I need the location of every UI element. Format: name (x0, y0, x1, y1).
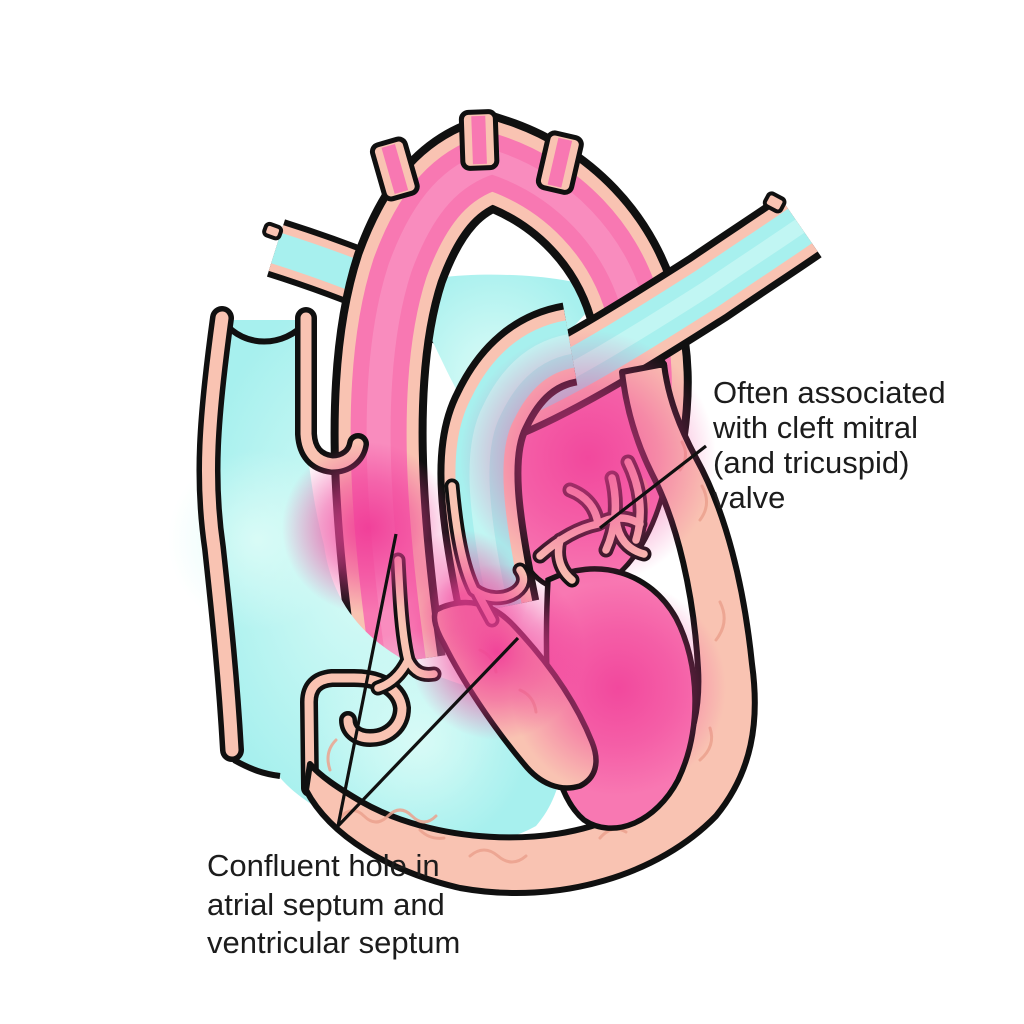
leader-line-hole-ventricular (336, 636, 520, 828)
right-atrial-hook (299, 669, 412, 797)
blood-mixing-glows (282, 330, 726, 796)
cut-vessel-stub (262, 221, 284, 241)
annotation-valve-note: Often associated with cleft mitral (and … (712, 375, 946, 515)
aortic-branch-stub (369, 136, 420, 202)
leader-line-valve (599, 444, 707, 530)
cut-vessel-stub (762, 191, 787, 214)
valve-note-line-1: Often associated (713, 375, 946, 410)
right-pulmonary-artery (508, 192, 800, 402)
leader-lines (336, 444, 707, 828)
leader-line-hole-atrial (336, 533, 398, 827)
annotation-hole-note: Confluent hole in atrial septum and vent… (207, 848, 460, 960)
hole-note-line-1: Confluent hole in (207, 848, 440, 883)
central-mixing-glow (396, 530, 528, 662)
left-atrium-depth-glow (460, 330, 716, 586)
aortic-arch (369, 109, 644, 662)
hole-note-line-3: ventricular septum (207, 925, 460, 960)
aortic-branch-stub (458, 109, 500, 171)
valve-note-line-4: valve (713, 480, 785, 515)
valve-note-line-3: (and tricuspid) (713, 445, 909, 480)
ivc-cut-edge (232, 757, 281, 779)
svc-left-wall-fill (201, 311, 239, 757)
hole-note-line-2: atrial septum and (207, 887, 445, 922)
aortic-branch-stub (535, 130, 584, 195)
left-pulmonary-artery (263, 223, 540, 372)
valve-note-line-2: with cleft mitral (712, 410, 918, 445)
